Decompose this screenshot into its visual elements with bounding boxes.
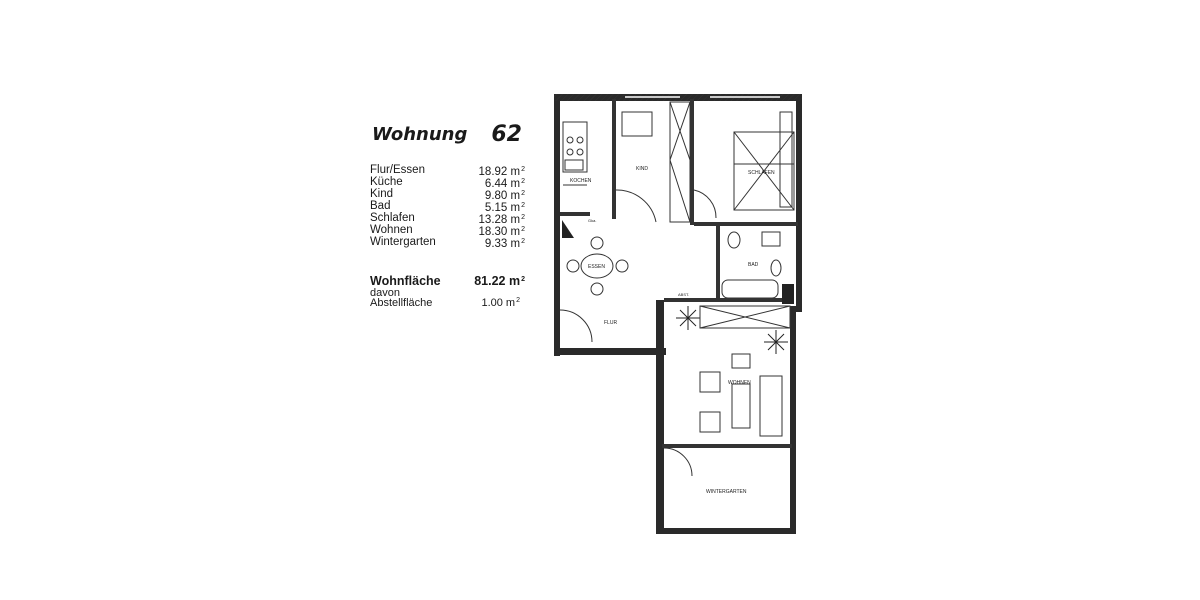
wall-south-flur xyxy=(554,348,666,355)
apartment-number: 62 xyxy=(491,122,522,147)
room-area: 5.15 m2 xyxy=(484,202,525,214)
wall-wohnen-west xyxy=(656,348,664,534)
essen-table xyxy=(566,236,629,296)
room-name: Schlafen xyxy=(370,212,415,224)
wall-east-lower xyxy=(790,306,796,534)
room-name: Wohnen xyxy=(370,224,413,236)
label-wohnen: WOHNEN xyxy=(728,380,751,386)
room-row: Flur/Essen 18.92 m2 xyxy=(370,164,525,178)
room-row: Wintergarten 9.33 m2 xyxy=(370,236,525,250)
room-area-list: Flur/Essen 18.92 m2 Küche 6.44 m2 Kind 9… xyxy=(370,164,525,250)
storage-label: Abstellfläche xyxy=(370,297,433,309)
room-name: Flur/Essen xyxy=(370,164,425,176)
storage-value: 1.00 m2 xyxy=(481,297,520,309)
room-area: 13.28 m2 xyxy=(478,214,525,226)
room-area: 18.92 m2 xyxy=(478,166,525,178)
label-wintergarten: WINTERGARTEN xyxy=(706,489,747,495)
room-row: Bad 5.15 m2 xyxy=(370,200,525,214)
wall-west xyxy=(554,94,560,356)
wall-kind-west xyxy=(612,99,616,219)
total-label: Wohnfläche xyxy=(370,274,441,288)
label-kind: KIND xyxy=(636,166,648,172)
room-name: Wintergarten xyxy=(370,236,436,248)
schlafen-fixtures xyxy=(733,111,795,211)
apartment-title: Wohnung 62 xyxy=(372,122,524,150)
label-abst: ABST. xyxy=(678,292,689,297)
wall-east-upper xyxy=(796,94,802,312)
wall-wohnen-west-upper xyxy=(656,300,664,355)
outer-walls xyxy=(554,94,802,534)
room-name: Küche xyxy=(370,176,403,188)
label-essen: ESSEN xyxy=(588,264,605,270)
interior-walls xyxy=(560,99,798,448)
label-schlafen: SCHLAFEN xyxy=(748,170,775,176)
davon-label: davon xyxy=(370,287,400,299)
apartment-title-label: Wohnung xyxy=(372,124,468,145)
wohnen-fixtures xyxy=(699,305,791,437)
room-name: Bad xyxy=(370,200,391,212)
room-area: 18.30 m2 xyxy=(478,226,525,238)
room-area: 6.44 m2 xyxy=(484,178,525,190)
bad-fixtures xyxy=(721,231,782,299)
total-living-area: Wohnfläche 81.22 m2 xyxy=(370,274,525,288)
entry-door-arc xyxy=(559,309,593,343)
label-gard: Gka. xyxy=(588,218,596,223)
kind-fixtures xyxy=(615,101,717,223)
label-kochen: KOCHEN xyxy=(570,178,592,184)
room-area: 9.80 m2 xyxy=(484,190,525,202)
wall-kind-east xyxy=(690,99,694,225)
label-bad: BAD xyxy=(748,262,759,268)
label-flur: FLUR xyxy=(604,320,617,326)
room-row: Wohnen 18.30 m2 xyxy=(370,224,525,238)
shaft-bad xyxy=(782,284,794,304)
shaft-kochen xyxy=(562,220,574,238)
wall-wintergarten-north xyxy=(662,444,792,448)
room-area: 9.33 m2 xyxy=(484,238,525,250)
room-row: Schlafen 13.28 m2 xyxy=(370,212,525,226)
room-row: Kind 9.80 m2 xyxy=(370,188,525,202)
wall-bad-south xyxy=(664,298,794,302)
wall-bad-west xyxy=(716,222,720,300)
room-name: Kind xyxy=(370,188,394,200)
kitchen-fixtures xyxy=(562,121,588,186)
wall-south xyxy=(656,528,796,534)
storage-area: Abstellfläche 1.00 m2 xyxy=(370,297,520,309)
room-row: Küche 6.44 m2 xyxy=(370,176,525,190)
wall-kochen-south xyxy=(560,212,590,216)
wall-schlafen-south xyxy=(694,222,798,226)
plant-wohnen-icon xyxy=(764,330,788,354)
wintergarten-door-arc xyxy=(663,447,693,477)
total-value: 81.22 m2 xyxy=(474,274,525,288)
plant-flur-icon xyxy=(676,306,700,330)
